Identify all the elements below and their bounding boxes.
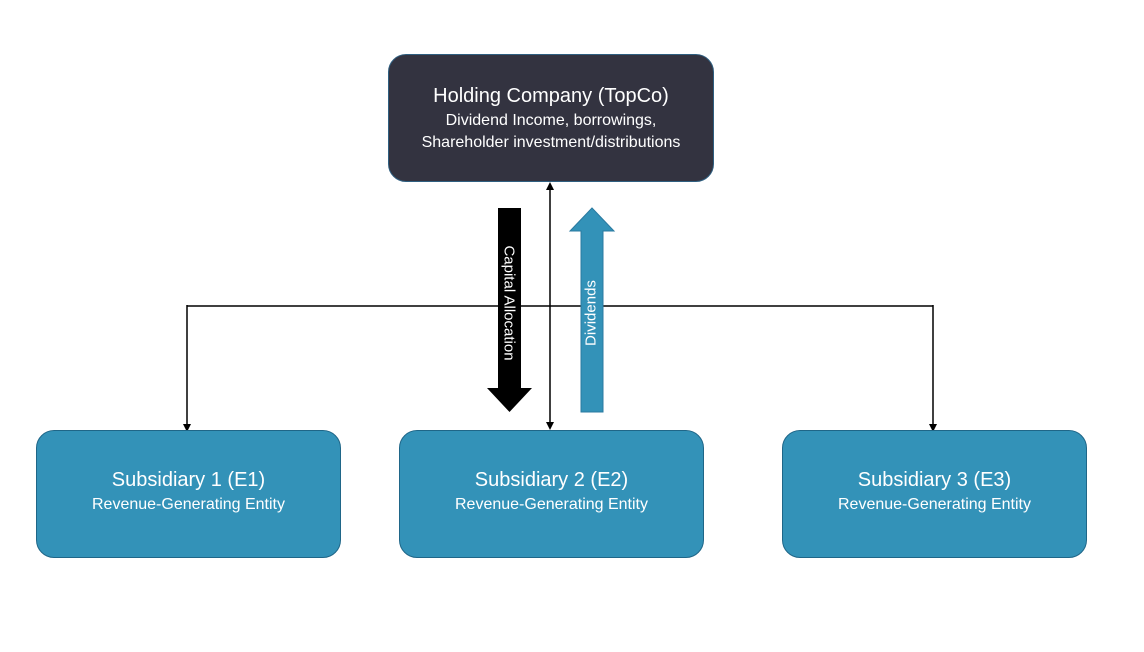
subsidiary-1-title: Subsidiary 1 (E1) <box>111 468 266 491</box>
holding-company-box: Holding Company (TopCo) Dividend Income,… <box>388 54 714 182</box>
subsidiary-3-box: Subsidiary 3 (E3) Revenue-Generating Ent… <box>782 430 1087 558</box>
subsidiary-2-subtitle: Revenue-Generating Entity <box>455 495 648 513</box>
subsidiary-1-subtitle: Revenue-Generating Entity <box>92 495 285 513</box>
holding-company-title: Holding Company (TopCo) <box>433 84 669 107</box>
capital-allocation-label: Capital Allocation <box>500 245 518 361</box>
holding-company-line-1: Dividend Income, borrowings, <box>445 111 657 129</box>
subsidiary-3-subtitle: Revenue-Generating Entity <box>838 495 1031 513</box>
arrowhead-down-subsidiary-2 <box>546 422 554 430</box>
capital-allocation-arrow <box>487 208 532 412</box>
arrowhead-up-topco <box>546 182 554 190</box>
subsidiary-2-title: Subsidiary 2 (E2) <box>474 468 629 491</box>
subsidiary-1-box: Subsidiary 1 (E1) Revenue-Generating Ent… <box>36 430 341 558</box>
subsidiary-3-title: Subsidiary 3 (E3) <box>857 468 1012 491</box>
dividends-label: Dividends <box>582 280 600 346</box>
holding-company-line-2: Shareholder investment/distributions <box>421 133 681 151</box>
dividends-arrow <box>568 207 616 413</box>
subsidiary-2-box: Subsidiary 2 (E2) Revenue-Generating Ent… <box>399 430 704 558</box>
